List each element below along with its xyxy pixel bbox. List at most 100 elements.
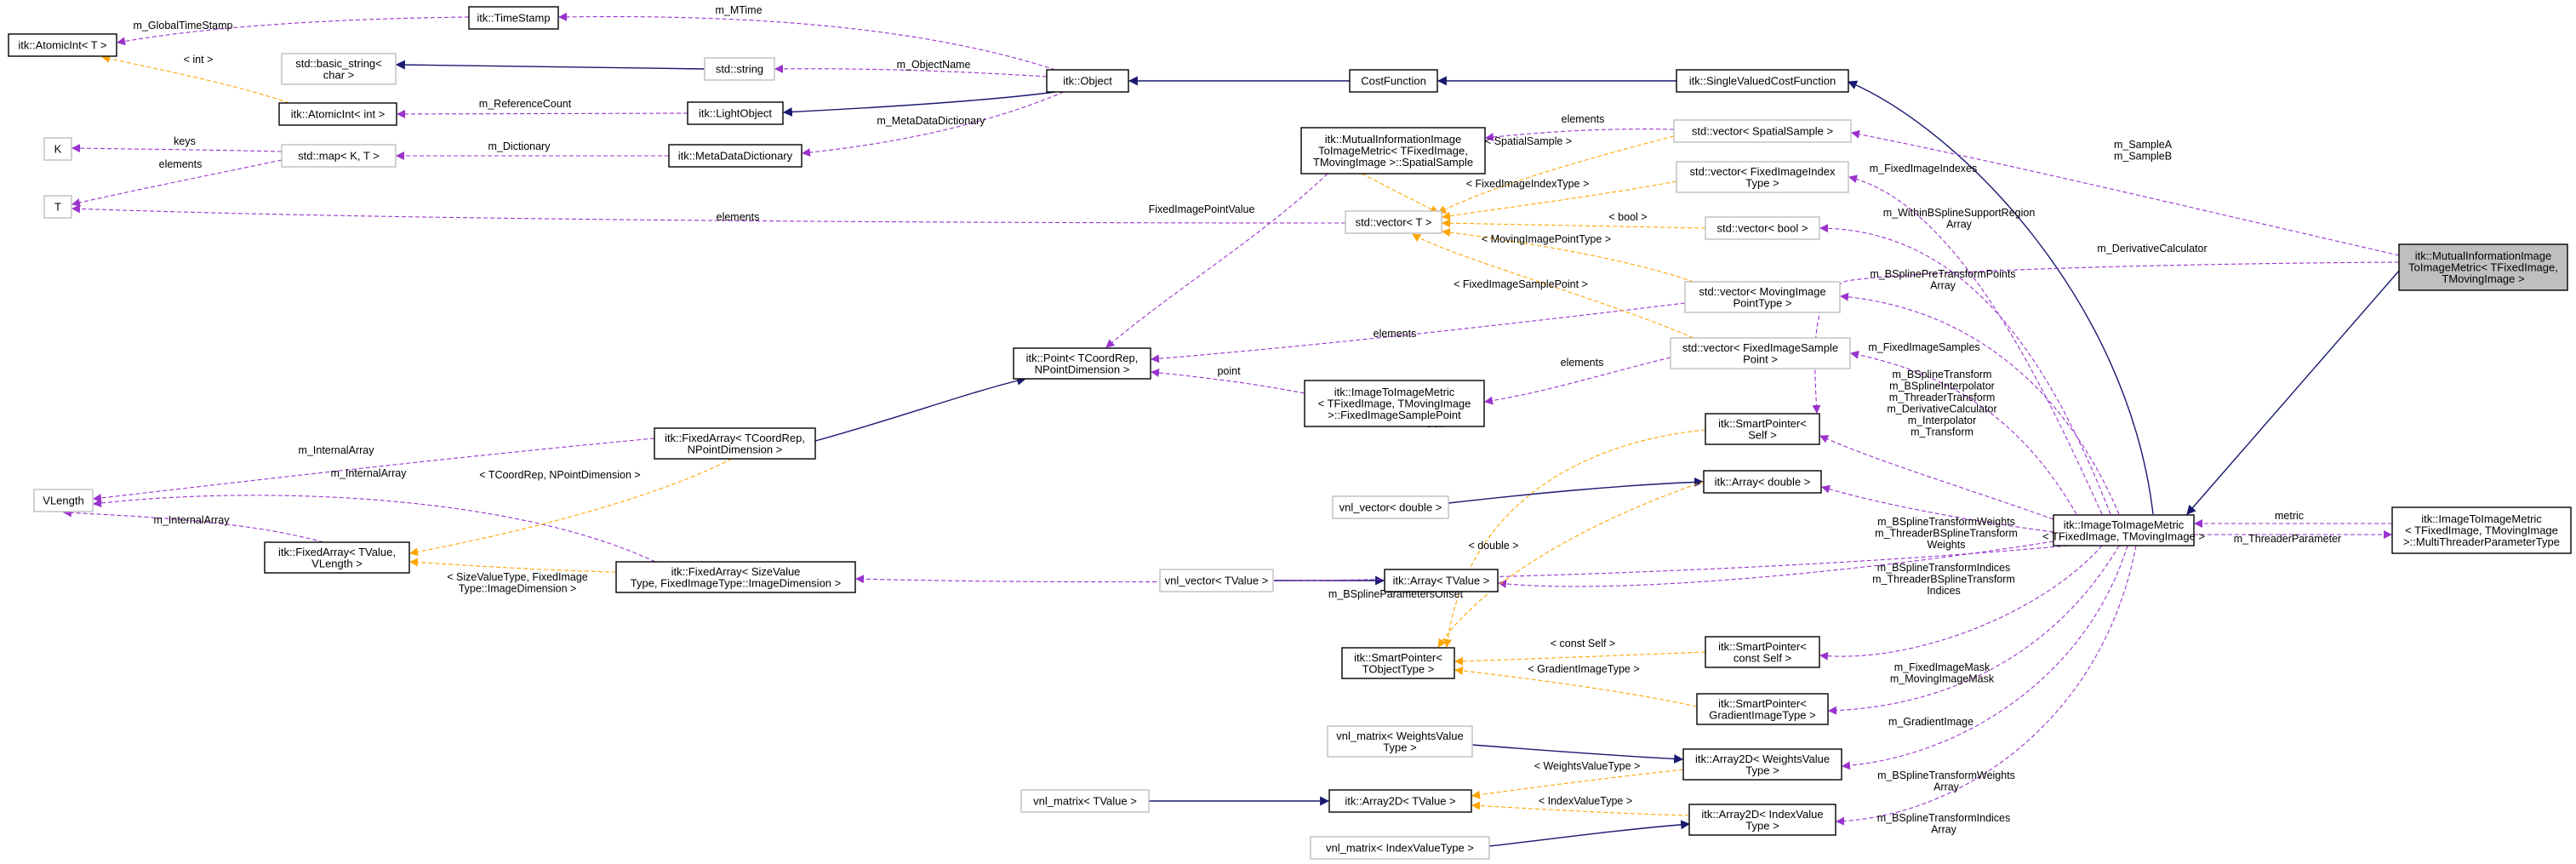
node-array2d-index[interactable]: itk::Array2D< IndexValueType > xyxy=(1688,804,1836,836)
node-box xyxy=(1705,636,1820,668)
node-atomic-int[interactable]: itk::AtomicInt< int > xyxy=(278,102,397,126)
node-box xyxy=(33,489,94,512)
node-single-valued[interactable]: itk::SingleValuedCostFunction xyxy=(1676,69,1849,93)
node-point[interactable]: itk::Point< TCoordRep,NPointDimension > xyxy=(1013,347,1151,380)
node-k[interactable]: K xyxy=(43,137,72,161)
node-box xyxy=(1349,69,1438,93)
node-label: itk::Array< TValue > xyxy=(1393,575,1490,587)
node-atomic-int-t[interactable]: itk::AtomicInt< T > xyxy=(8,33,117,57)
node-label: VLength xyxy=(43,495,83,507)
node-fixedarray-coord[interactable]: itk::FixedArray< TCoordRep,NPointDimensi… xyxy=(654,427,816,460)
edge-label-double-tpl: < double > xyxy=(1468,540,1518,552)
node-box xyxy=(1384,569,1499,592)
node-box xyxy=(1682,748,1842,781)
node-label: itk::MetaDataDictionary xyxy=(678,150,793,163)
node-array2d-tvalue[interactable]: itk::Array2D< TValue > xyxy=(1328,789,1472,813)
node-smartptr-self[interactable]: itk::SmartPointer<Self > xyxy=(1705,413,1820,445)
edge-m-derivativecalculator xyxy=(1812,261,2400,414)
node-vlength[interactable]: VLength xyxy=(33,489,94,512)
edge-m-bsplinetransform xyxy=(1819,435,2054,520)
node-array-double[interactable]: itk::Array< double > xyxy=(1703,470,1822,494)
edge-single-valued-to-image-metric xyxy=(1847,80,2154,515)
node-label: itk::TimeStamp xyxy=(477,12,550,25)
node-label: itk::AtomicInt< T > xyxy=(18,39,106,52)
node-label: T xyxy=(54,201,61,214)
node-object[interactable]: itk::Object xyxy=(1046,69,1129,93)
edge-label-sample-elements: elements xyxy=(1561,357,1604,369)
node-vec-fixed-sample[interactable]: std::vector< FixedImageSamplePoint > xyxy=(1670,337,1851,369)
edge-label-m-objectname: m_ObjectName xyxy=(897,59,971,71)
node-box xyxy=(704,57,775,81)
node-image-metric[interactable]: itk::ImageToImageMetric< TFixedImage, TM… xyxy=(2042,514,2205,546)
edge-label-spatial-elements: elements xyxy=(1562,113,1605,125)
edge-coordrep-tpl xyxy=(409,458,733,557)
node-vnl-matrix-index[interactable]: vnl_matrix< IndexValueType > xyxy=(1310,836,1490,860)
node-timestamp[interactable]: itk::TimeStamp xyxy=(468,6,559,30)
node-array2d-weights[interactable]: itk::Array2D< WeightsValueType > xyxy=(1682,748,1842,781)
edge-label-m-gradientimage: m_GradientImage xyxy=(1888,716,1973,728)
node-label: std::basic_string< xyxy=(295,57,382,70)
node-box xyxy=(281,53,397,85)
edge-m-bsplinetransformindices-1 xyxy=(1498,541,2054,588)
node-fixed-sample-point[interactable]: itk::ImageToImageMetric< TFixedImage, TM… xyxy=(1304,380,1485,427)
edge-m-globaltimestamp xyxy=(117,16,470,46)
node-label: itk::SmartPointer< xyxy=(1718,640,1807,653)
edge-label-spatial-tpl: < SpatialSample > xyxy=(1485,135,1572,147)
node-std-string[interactable]: std::string xyxy=(704,57,775,81)
edge-m-referencecount xyxy=(397,109,688,118)
edge-m-bsplinetransformweights-2 xyxy=(1842,545,2128,770)
node-vnl-matrix-weights[interactable]: vnl_matrix< WeightsValueType > xyxy=(1327,725,1473,758)
node-mi-metric[interactable]: itk::MutualInformationImageToImageMetric… xyxy=(2398,243,2568,291)
node-array-tvalue[interactable]: itk::Array< TValue > xyxy=(1384,569,1499,592)
node-basic-string[interactable]: std::basic_string<char > xyxy=(281,53,397,85)
node-label: itk::SmartPointer< xyxy=(1718,697,1807,710)
node-smartptr-tobject[interactable]: itk::SmartPointer<TObjectType > xyxy=(1341,647,1455,679)
node-cost-function[interactable]: CostFunction xyxy=(1349,69,1438,93)
node-label: itk::ImageToImageMetric xyxy=(2064,518,2185,531)
node-light-object[interactable]: itk::LightObject xyxy=(687,101,784,125)
edge-fixed-index-tpl xyxy=(1442,180,1677,220)
edge-label-t-elements: elements xyxy=(717,211,760,223)
edge-label-m-referencecount: m_ReferenceCount xyxy=(479,98,572,110)
node-label: ToImageMetric< TFixedImage, xyxy=(2408,261,2558,274)
node-vnl-matrix-tvalue[interactable]: vnl_matrix< TValue > xyxy=(1020,789,1150,813)
node-vnl-vector-double[interactable]: vnl_vector< double > xyxy=(1332,495,1449,519)
node-smartptr-gradient[interactable]: itk::SmartPointer<GradientImageType > xyxy=(1696,693,1829,725)
node-metadata-dict[interactable]: itk::MetaDataDictionary xyxy=(668,144,803,168)
edge-internal-array-coord xyxy=(93,438,655,502)
edge-keys xyxy=(71,144,283,153)
node-box xyxy=(8,33,117,57)
edge-spatial-elements xyxy=(1485,129,1675,141)
node-vnl-vector-tvalue[interactable]: vnl_vector< TValue > xyxy=(1159,569,1274,592)
node-box xyxy=(1013,347,1151,380)
node-box xyxy=(1673,119,1852,143)
edge-label-coordrep-tpl: < TCoordRep, NPointDimension > xyxy=(479,469,640,481)
node-vec-moving-point[interactable]: std::vector< MovingImagePointType > xyxy=(1684,281,1841,313)
node-threader-param[interactable]: itk::ImageToImageMetric< TFixedImage, TM… xyxy=(2391,506,2572,554)
node-vec-bool[interactable]: std::vector< bool > xyxy=(1705,216,1820,240)
node-label: itk::FixedArray< TCoordRep, xyxy=(665,432,805,444)
node-vec-spatial[interactable]: std::vector< SpatialSample > xyxy=(1673,119,1852,143)
node-vec-fixed-index[interactable]: std::vector< FixedImageIndexType > xyxy=(1676,161,1849,193)
edge-label-weights-tpl: < WeightsValueType > xyxy=(1534,760,1641,772)
node-fixedarray-tvalue[interactable]: itk::FixedArray< TValue,VLength > xyxy=(264,541,410,574)
node-fixedarray-size[interactable]: itk::FixedArray< SizeValueType, FixedIma… xyxy=(615,561,856,593)
node-box xyxy=(1676,69,1849,93)
node-box xyxy=(264,541,410,574)
edge-self-tpl xyxy=(1443,429,1706,648)
node-box xyxy=(1705,413,1820,445)
node-spatial-sample[interactable]: itk::MutualInformationImageToImageMetric… xyxy=(1300,127,1486,175)
node-t[interactable]: T xyxy=(43,195,72,219)
edge-point-label xyxy=(1151,368,1305,394)
node-label: itk::ImageToImageMetric xyxy=(1334,386,1455,398)
node-vec-t[interactable]: std::vector< T > xyxy=(1345,210,1442,234)
node-std-map[interactable]: std::map< K, T > xyxy=(281,144,397,168)
edge-weights-tpl xyxy=(1471,769,1684,799)
node-box xyxy=(1676,161,1849,193)
node-box xyxy=(1046,69,1129,93)
edge-label-m-internalarray-2: m_InternalArray xyxy=(331,467,408,479)
edge-label-map-elements: elements xyxy=(159,158,203,170)
node-smartptr-const-self[interactable]: itk::SmartPointer<const Self > xyxy=(1705,636,1820,668)
